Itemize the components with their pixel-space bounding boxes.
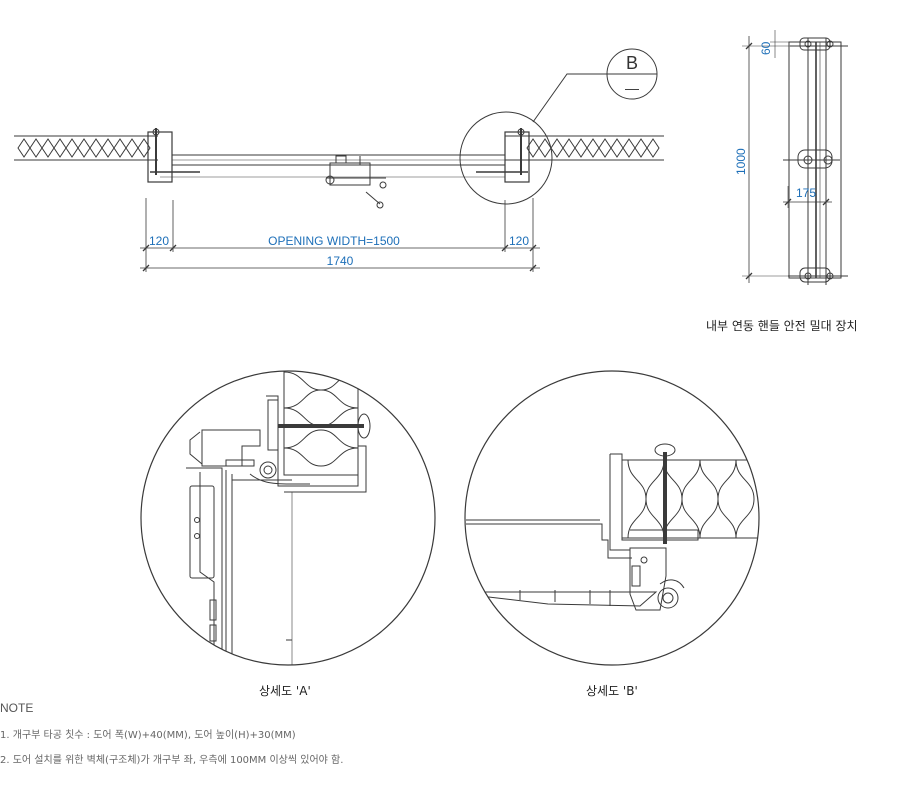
detail-a-circle: [140, 370, 436, 666]
detail-a-drawing: [186, 371, 371, 665]
detail-b-leader: [532, 73, 607, 123]
plan-view: [14, 48, 664, 209]
callout-letter: B: [626, 53, 638, 73]
dim-total-1740: 1740: [327, 254, 354, 268]
notes-title: NOTE: [0, 701, 34, 715]
dim-60: 60: [759, 41, 773, 55]
side-view-caption: 내부 연동 핸들 안전 밀대 장치: [706, 319, 858, 333]
notes-section: NOTE 1. 개구부 타공 칫수 : 도어 폭(W)+40(MM), 도어 높…: [0, 701, 700, 776]
detail-b-drawing: [466, 443, 759, 611]
dim-left-120: 120: [149, 234, 169, 248]
side-elevation: [742, 30, 848, 285]
note-line-2: 2. 도어 설치를 위한 벽체(구조체)가 개구부 좌, 우측에 100MM 이…: [0, 755, 344, 766]
detail-b-circle: [459, 111, 553, 205]
note-line-1: 1. 개구부 타공 칫수 : 도어 폭(W)+40(MM), 도어 높이(H)+…: [0, 730, 296, 741]
detail-b-caption: 상세도 'B': [586, 684, 638, 698]
handle-mechanism: [325, 155, 387, 209]
left-wall-panel: [14, 135, 158, 161]
dim-right-120: 120: [509, 234, 529, 248]
callout-dash: —: [625, 80, 639, 96]
dim-1000: 1000: [734, 148, 748, 175]
dim-opening-width: OPENING WIDTH=1500: [268, 234, 400, 248]
plan-dimensions: [140, 198, 540, 272]
detail-a-caption: 상세도 'A': [259, 684, 311, 698]
dim-175: 175: [796, 186, 816, 200]
detail-b-circle-large: [464, 370, 760, 666]
